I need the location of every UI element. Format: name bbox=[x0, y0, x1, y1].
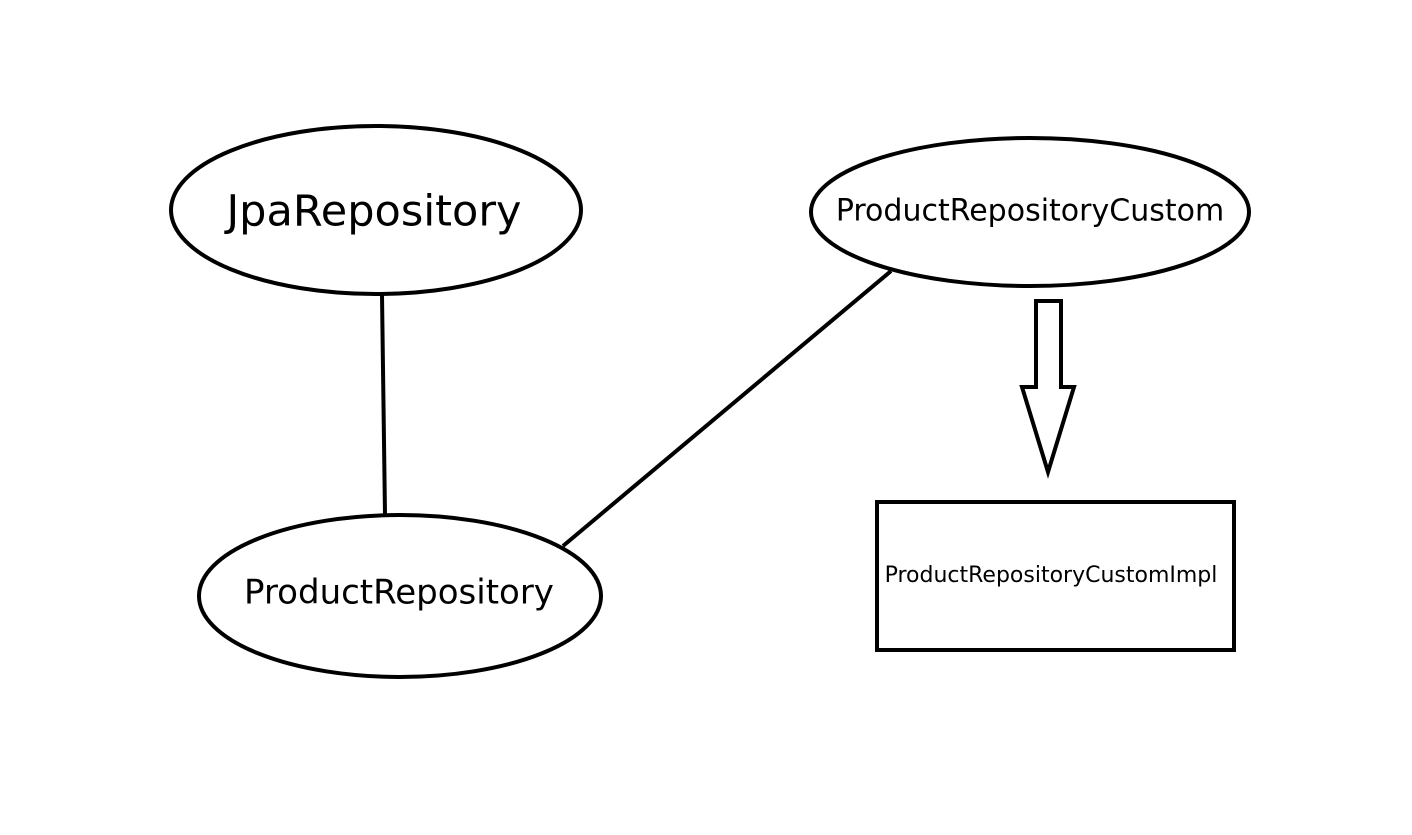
implementation-arrow bbox=[1019, 299, 1077, 479]
product-repository-custom-impl-label: ProductRepositoryCustomImpl bbox=[885, 563, 1218, 588]
product-repository-custom-impl-box bbox=[875, 500, 1236, 652]
node-jpa-repository: JpaRepository bbox=[169, 124, 583, 296]
edge-jpa-to-product-repository bbox=[380, 294, 387, 516]
node-product-repository-custom: ProductRepositoryCustom bbox=[809, 136, 1251, 288]
node-product-repository: ProductRepository bbox=[197, 513, 603, 679]
product-repository-custom-ellipse bbox=[809, 136, 1251, 288]
jpa-repository-label: JpaRepository bbox=[224, 187, 522, 237]
jpa-repository-ellipse bbox=[169, 124, 583, 296]
node-product-repository-custom-impl: ProductRepositoryCustomImpl bbox=[875, 500, 1236, 652]
edge-custom-to-product-repository bbox=[561, 269, 893, 548]
product-repository-custom-label: ProductRepositoryCustom bbox=[836, 194, 1224, 229]
product-repository-ellipse bbox=[197, 513, 603, 679]
product-repository-label: ProductRepository bbox=[244, 573, 554, 613]
